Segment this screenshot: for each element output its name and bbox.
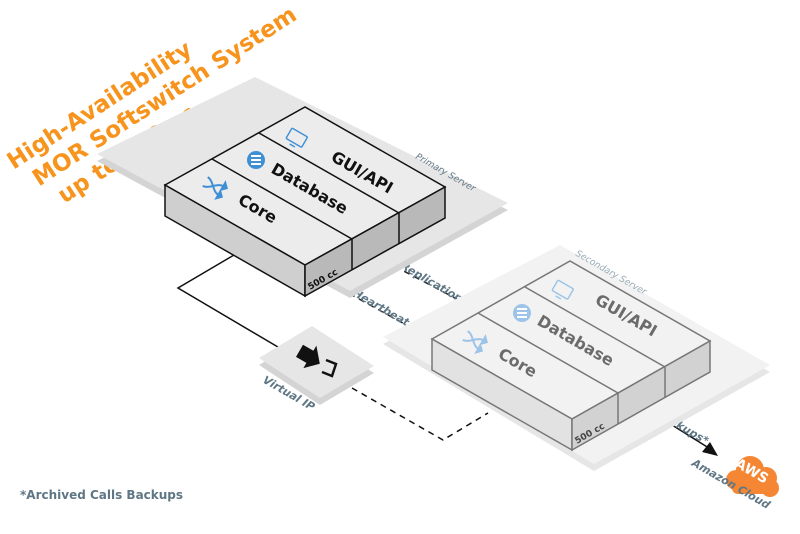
- backups-arrowhead: [702, 442, 718, 456]
- replication-label: Replication: [399, 259, 466, 305]
- heartbeat-link: [329, 282, 431, 339]
- database-icon: [513, 304, 531, 322]
- monitor-icon: [285, 127, 308, 148]
- amazon-cloud[interactable]: AWS Amazon Cloud: [689, 456, 779, 512]
- secondary-server[interactable]: GUI/API Database Core 500 cc Secondary S…: [383, 245, 770, 471]
- primary-server[interactable]: GUI/API Database Core 500 cc Primary Ser…: [97, 77, 508, 298]
- database-icon: [247, 151, 265, 169]
- heartbeat-label: Heartbeat: [351, 286, 413, 329]
- monitor-icon: [551, 279, 574, 300]
- replication-link: [374, 255, 479, 311]
- vip-secondary-link: [351, 387, 489, 441]
- footnote: *Archived Calls Backups: [20, 488, 184, 502]
- vip-primary-link: [176, 254, 284, 351]
- sign-in-icon: [296, 344, 338, 378]
- virtual-ip[interactable]: Virtual IP: [259, 326, 374, 413]
- shuffle-icon: [462, 330, 488, 354]
- shuffle-icon: [202, 176, 228, 200]
- aws-cloud-icon: [726, 456, 779, 497]
